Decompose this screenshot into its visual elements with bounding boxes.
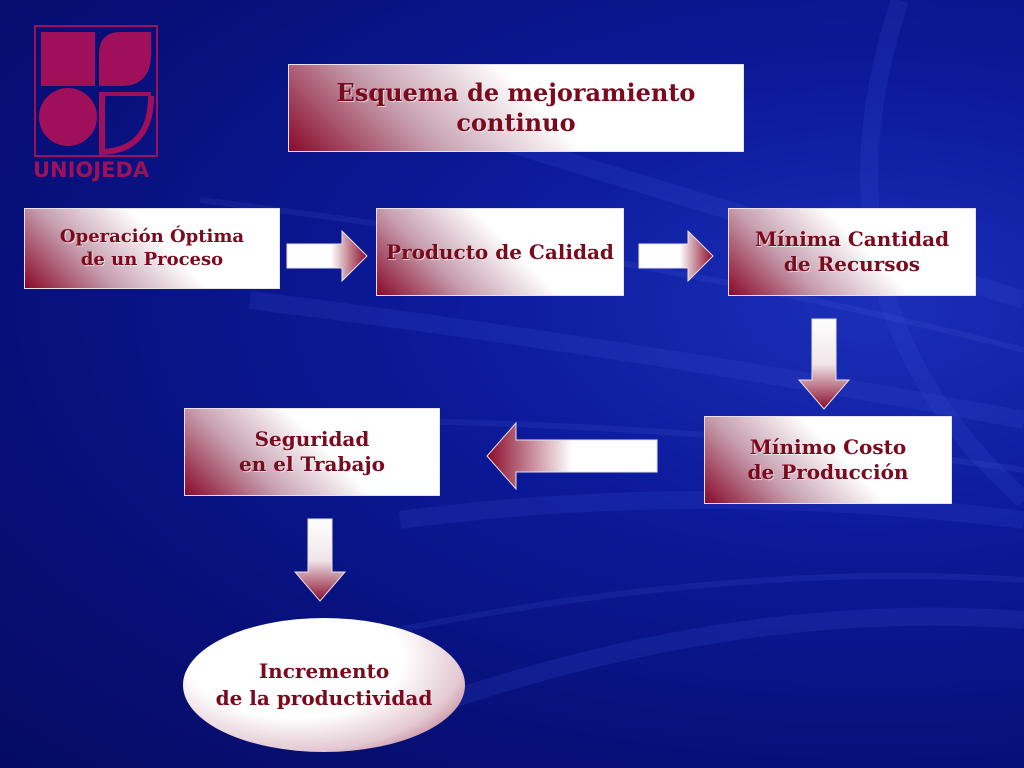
- arrow-right-2: [638, 230, 714, 282]
- uniojeda-logo: [33, 24, 159, 184]
- step-producto-text: Producto de Calidad: [386, 239, 614, 264]
- page-title: Esquema de mejoramiento continuo: [288, 64, 744, 152]
- step-minima-box: Mínima Cantidad de Recursos: [728, 208, 976, 296]
- page-title-text: Esquema de mejoramiento continuo: [336, 78, 696, 137]
- step-minima-text: Mínima Cantidad de Recursos: [754, 227, 950, 276]
- step-incremento-text: Incremento de la productividad: [215, 659, 433, 710]
- step-operacion-text: Operación Óptima de un Proceso: [59, 226, 245, 270]
- arrow-right-1: [286, 230, 368, 282]
- step-operacion-box: Operación Óptima de un Proceso: [24, 208, 280, 289]
- step-incremento-oval: Incremento de la productividad: [183, 618, 465, 752]
- arrow-left: [486, 422, 658, 490]
- step-seguridad-box: Seguridad en el Trabajo: [184, 408, 440, 496]
- step-costo-box: Mínimo Costo de Producción: [704, 416, 952, 504]
- step-seguridad-text: Seguridad en el Trabajo: [239, 427, 385, 476]
- step-costo-text: Mínimo Costo de Producción: [747, 435, 909, 484]
- logo-text: UNIOJEDA: [33, 158, 150, 182]
- arrow-down-1: [798, 318, 850, 410]
- step-producto-box: Producto de Calidad: [376, 208, 624, 296]
- arrow-down-2: [294, 518, 346, 602]
